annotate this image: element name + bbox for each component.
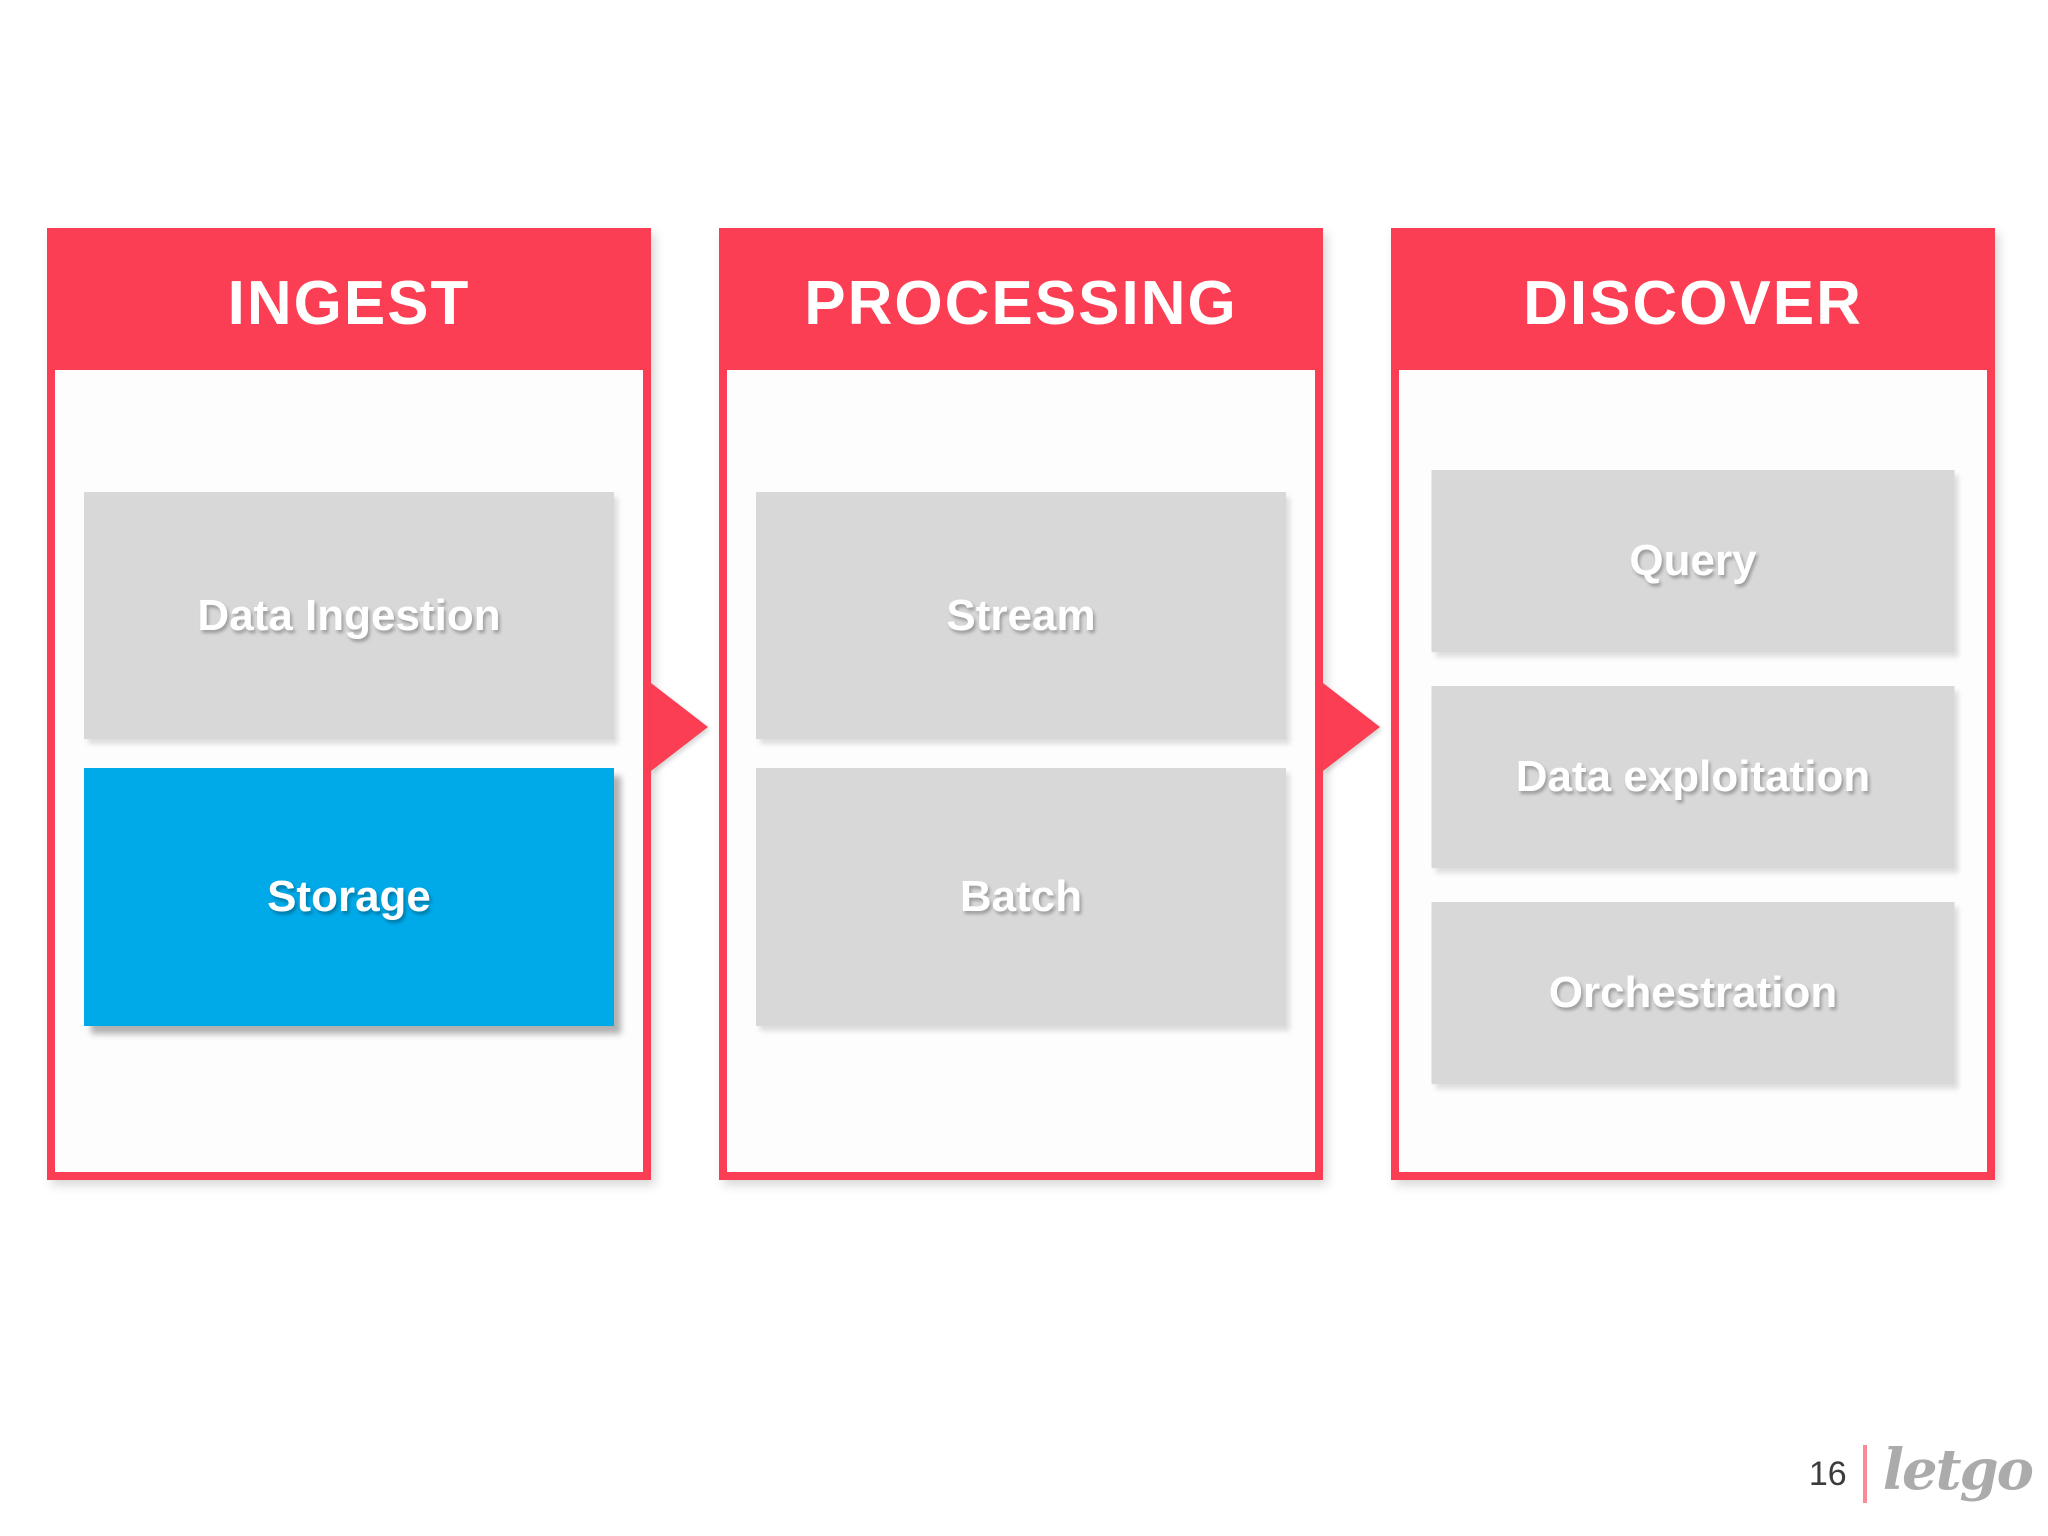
box-storage-label: Storage [267, 872, 431, 921]
column-discover: DISCOVER Query Data exploitation Orchest… [1391, 228, 1995, 1180]
box-data-ingestion: Data Ingestion [84, 492, 614, 739]
arrow-right-icon-ingest-to-processing [651, 683, 708, 771]
box-data-exploitation-label: Data exploitation [1515, 752, 1871, 801]
column-title-discover: DISCOVER [1523, 268, 1863, 338]
footer: 16 letgo [1808, 1437, 2034, 1506]
arrow-right-icon-processing-to-discover [1323, 683, 1380, 771]
column-title-processing: PROCESSING [804, 268, 1238, 338]
column-body-processing: Stream Batch [727, 370, 1315, 1172]
box-orchestration: Orchestration [1431, 902, 1955, 1084]
box-batch-label: Batch [959, 872, 1083, 921]
column-body-ingest: Data Ingestion Storage [55, 370, 643, 1172]
column-ingest: INGEST Data Ingestion Storage [47, 228, 651, 1180]
box-stream-label: Stream [946, 590, 1096, 640]
column-header-ingest: INGEST [55, 236, 643, 370]
column-title-ingest: INGEST [227, 268, 471, 338]
box-query-label: Query [1629, 536, 1757, 585]
column-processing: PROCESSING Stream Batch [719, 228, 1323, 1180]
box-storage: Storage [84, 768, 614, 1026]
box-orchestration-label: Orchestration [1548, 968, 1838, 1017]
column-header-processing: PROCESSING [727, 236, 1315, 370]
column-body-discover: Query Data exploitation Orchestration [1399, 370, 1987, 1172]
box-batch: Batch [756, 768, 1286, 1026]
box-query: Query [1431, 470, 1955, 652]
box-data-exploitation: Data exploitation [1431, 686, 1955, 868]
box-stream: Stream [756, 492, 1286, 739]
box-data-ingestion-label: Data Ingestion [197, 590, 501, 640]
footer-divider [1862, 1445, 1867, 1503]
page-number: 16 [1808, 1454, 1847, 1493]
letgo-logo: letgo [1882, 1437, 2034, 1503]
column-header-discover: DISCOVER [1399, 236, 1987, 370]
